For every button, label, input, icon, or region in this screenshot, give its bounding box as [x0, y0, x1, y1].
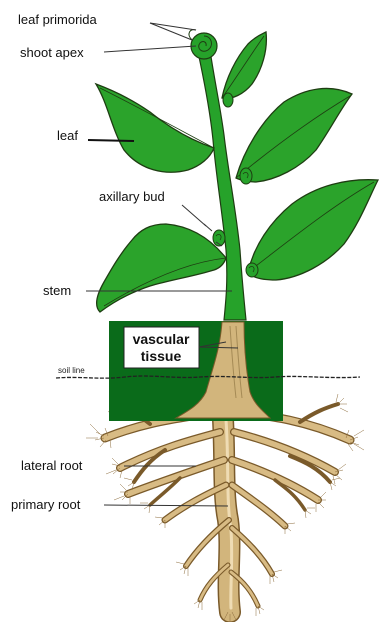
label-vascular-tissue-line2: tissue	[141, 348, 182, 364]
label-lateral-root: lateral root	[21, 458, 83, 473]
leaf-upper-left	[96, 84, 214, 172]
label-leaf-primordia: leaf primorida	[18, 12, 98, 27]
axillary-bud-top	[223, 93, 233, 107]
label-soil-line: soil line	[58, 366, 85, 375]
root-system	[86, 394, 364, 622]
axillary-bud-right	[246, 263, 258, 277]
label-primary-root: primary root	[11, 497, 81, 512]
label-axillary-bud: axillary bud	[99, 189, 165, 204]
label-shoot-apex: shoot apex	[20, 45, 84, 60]
label-leaf: leaf	[57, 128, 78, 143]
leaf-upper-right	[236, 88, 352, 182]
leaf-lower-right	[248, 180, 378, 280]
label-vascular-tissue-line1: vascular	[133, 331, 190, 347]
label-stem: stem	[43, 283, 71, 298]
shoot-apex	[189, 30, 217, 59]
axillary-bud-mid	[240, 168, 252, 184]
